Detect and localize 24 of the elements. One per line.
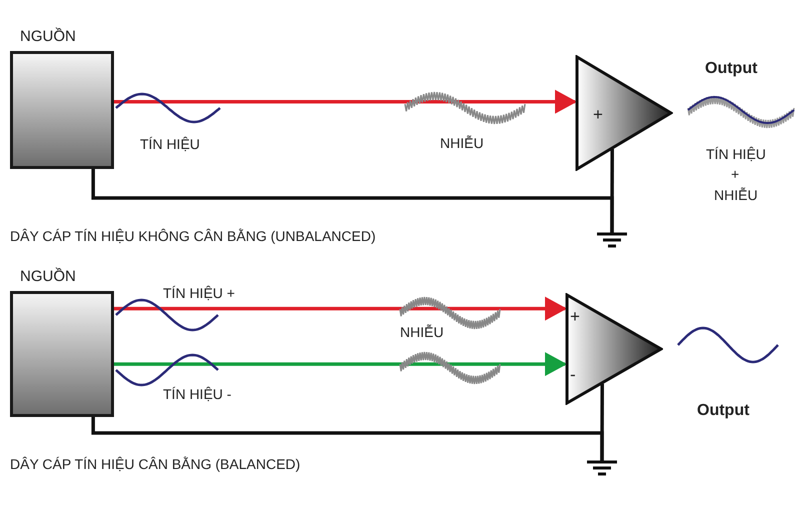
wire (91, 417, 604, 462)
input-sign: - (570, 365, 576, 385)
caption-text: DÂY CÁP TÍN HIỆU KHÔNG CÂN BẰNG (UNBALANCED) (10, 228, 376, 244)
noise-label: NHIỄU (400, 324, 444, 340)
source-label: NGUỒN (20, 28, 76, 45)
arrow (114, 296, 567, 321)
signal-label: TÍN HIỆU - (163, 386, 232, 402)
signal-label: TÍN HIỆU (140, 136, 200, 152)
wire (610, 148, 614, 234)
wire (91, 169, 614, 234)
noise-label: NHIỄU (440, 135, 484, 151)
input-sign: + (593, 105, 603, 125)
input-sign: + (570, 307, 580, 327)
wire (600, 384, 604, 462)
arrow (114, 352, 567, 376)
plus-sign: + (731, 166, 740, 182)
signal-label: TÍN HIỆU + (163, 285, 235, 301)
signal-label: TÍN HIỆU (706, 146, 766, 162)
source-label: NGUỒN (20, 268, 76, 285)
output-label: Output (705, 60, 758, 78)
noise-label: NHIỄU (714, 187, 758, 203)
output-label: Output (697, 402, 750, 420)
arrow (114, 90, 577, 114)
caption-text: DÂY CÁP TÍN HIỆU CÂN BẰNG (BALANCED) (10, 456, 300, 472)
